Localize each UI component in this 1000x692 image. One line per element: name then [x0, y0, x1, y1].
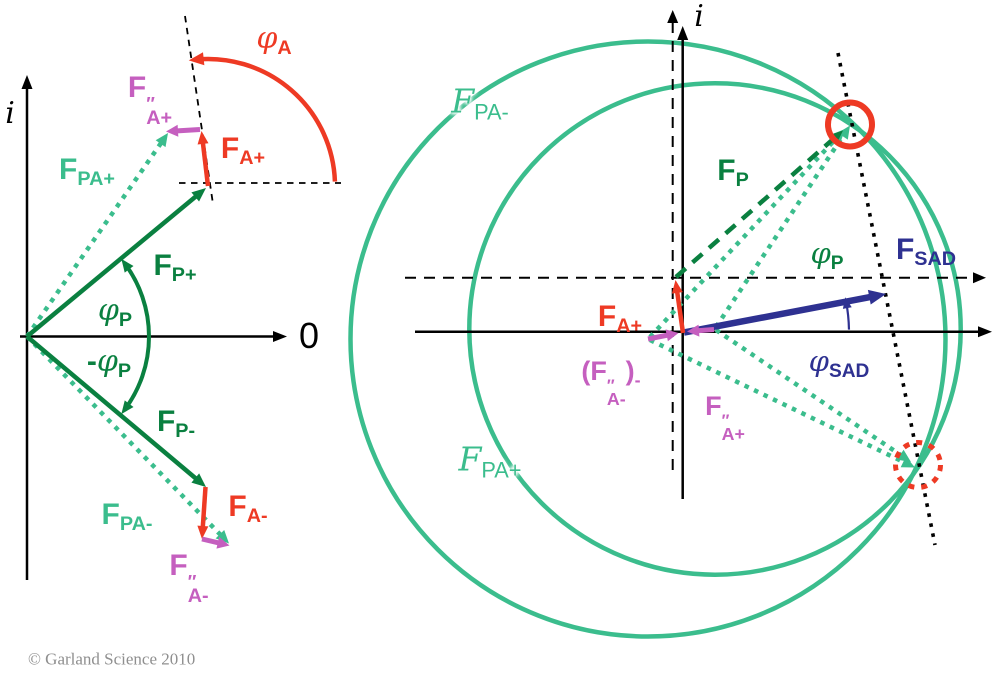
- label-phi-a: φA: [256, 21, 292, 60]
- circle-f-pa-plus: [467, 81, 963, 577]
- vector-f2-a-plus: [166, 124, 201, 137]
- label-f2-a-plus-left: F″A+: [127, 71, 173, 129]
- vector-f2-a-minus-reflected: [647, 329, 679, 342]
- copyright-text: © Garland Science 2010: [28, 649, 196, 669]
- right-vertical-axis: [677, 26, 689, 499]
- label-neg-phi-p: -φP: [86, 344, 132, 383]
- label-phi-p-right: φP: [810, 236, 844, 275]
- label-f-p-plus: FP+: [153, 249, 197, 287]
- label-f-pa-plus-left: FPA+: [59, 153, 115, 191]
- label-phi-p-left: φP: [97, 293, 133, 332]
- ray-f-pa-plus-lower: [714, 328, 911, 462]
- left-horizontal-axis: [20, 331, 287, 342]
- solution-circle-dotted: [893, 440, 943, 490]
- label-f-pa-minus-left: FPA-: [101, 498, 153, 536]
- circle-f-pa-minus: [348, 39, 948, 639]
- vector-f-a-plus: [197, 131, 211, 187]
- label-f-p-minus: FP-: [156, 405, 196, 443]
- label-f2-a-plus-right: F″A+: [705, 391, 745, 445]
- vector-f-a-minus: [197, 486, 209, 539]
- left-vertical-axis: [21, 75, 33, 580]
- label-i-right: i: [694, 0, 704, 34]
- vector-f-sad: [683, 289, 886, 336]
- right-horizontal-dashed: [405, 272, 986, 284]
- vector-f-pa-plus: [25, 133, 168, 338]
- vector-f-p-plus: [25, 188, 206, 339]
- phi-a-arc: [188, 52, 338, 182]
- vector-f-a-plus-right: [671, 280, 686, 334]
- right-vertical-dashed: [667, 10, 679, 470]
- label-i-left: i: [5, 96, 15, 131]
- label-f2-a-minus-left: F″A-: [169, 549, 209, 607]
- label-f-pa-plus-right: FPA+: [458, 439, 522, 483]
- label-f-a-plus-left: FA+: [220, 132, 266, 170]
- label-f-a-minus: FA-: [228, 490, 268, 528]
- label-f-p: FP: [717, 154, 749, 192]
- vector-f2-a-minus: [201, 536, 230, 549]
- solution-circle-solid: [825, 99, 875, 150]
- vector-f-pa-minus: [25, 334, 229, 544]
- phi-p-arc: [121, 258, 151, 415]
- vector-f2-a-plus-right: [687, 324, 715, 337]
- label-f-sad: FSAD: [895, 233, 957, 271]
- label-f-pa-minus-right: FPA-: [451, 81, 509, 125]
- vector-f-p-minus: [25, 334, 206, 487]
- ray-f-pa-minus-lower: [649, 337, 915, 468]
- label-zero: 0: [298, 315, 320, 356]
- label-phi-sad: φSAD: [808, 344, 870, 383]
- label-f-a-plus-right: FA+: [597, 300, 643, 338]
- label-f2-a-minus-reflected: (F″A-)-: [581, 356, 641, 410]
- phase-ambiguity-dotted-line: [836, 52, 937, 546]
- ray-f-pa-plus-upper: [714, 125, 850, 329]
